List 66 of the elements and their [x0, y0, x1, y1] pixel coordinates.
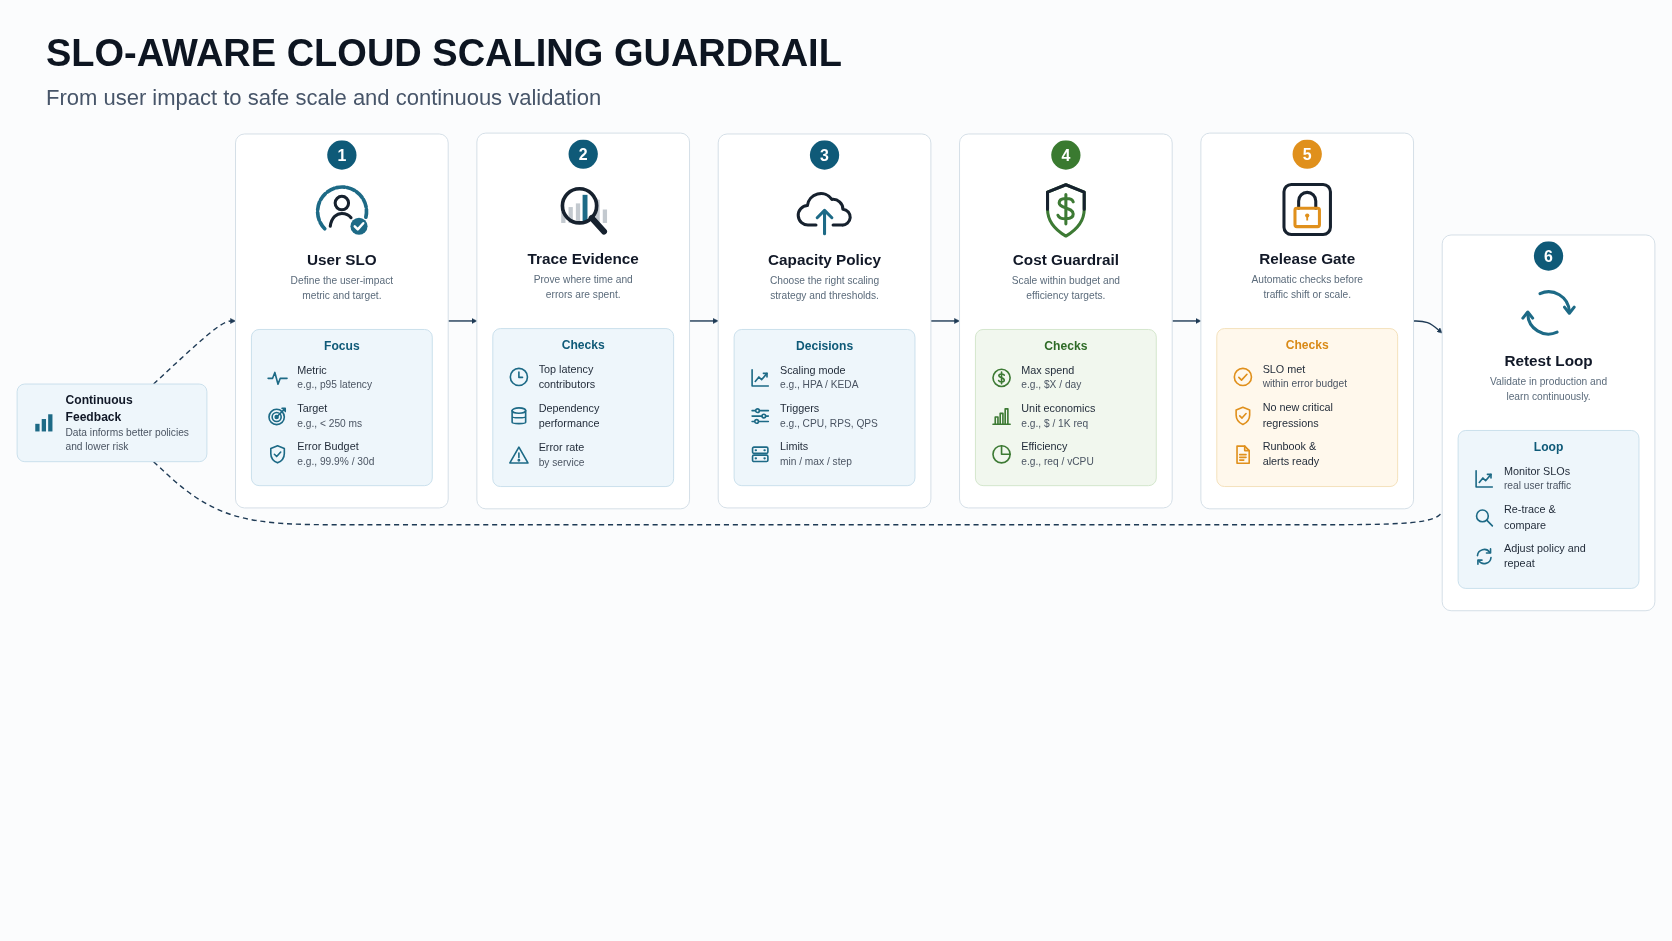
- card-description: Prove where time and errors are spent.: [532, 273, 634, 303]
- item-detail: within error budget: [1262, 377, 1347, 392]
- item-label: Max spend: [1021, 363, 1076, 379]
- card-title: User SLO: [307, 250, 377, 270]
- checklist-panel: [974, 329, 1157, 487]
- item-label: Runbook & alerts ready: [1262, 439, 1321, 470]
- card-description: Define the user-impact metric and target.: [289, 274, 395, 304]
- item-detail: min / max / step: [779, 455, 852, 469]
- item-label: Target: [297, 401, 329, 417]
- feedback-box: [16, 383, 208, 463]
- item-label: Dependency performance: [538, 401, 601, 432]
- arrow: [930, 318, 960, 324]
- item-label: Adjust policy and repeat: [1503, 541, 1587, 572]
- card-description: Automatic checks before traffic shift or scale.: [1250, 273, 1364, 303]
- checklist-panel: [1216, 328, 1399, 488]
- feedback-description: Data informs better policies and lower risk: [65, 425, 190, 454]
- item-label: Efficiency: [1021, 439, 1069, 455]
- panel-heading: Checks: [1043, 338, 1089, 355]
- item-label: Metric: [297, 363, 328, 379]
- card-description: Choose the right scaling strategy and thresholds.: [768, 274, 881, 304]
- feedback-title: Continuous Feedback: [65, 391, 134, 426]
- item-detail: e.g., < 250 ms: [297, 416, 363, 431]
- item-label: Error rate: [538, 440, 585, 456]
- item-label: Error Budget: [297, 439, 360, 455]
- item-label: Triggers: [779, 401, 821, 417]
- item-detail: e.g., $ / 1K req: [1021, 416, 1090, 431]
- item-label: SLO met: [1262, 362, 1307, 378]
- card-title: Trace Evidence: [527, 249, 639, 269]
- panel-heading: Focus: [323, 338, 361, 355]
- panel-heading: Decisions: [794, 338, 855, 355]
- item-label: Re-trace & compare: [1503, 502, 1557, 533]
- checklist-panel: [733, 329, 916, 487]
- item-label: Limits: [779, 439, 810, 455]
- item-detail: e.g., HPA / KEDA: [779, 378, 859, 393]
- item-detail: e.g., req / vCPU: [1021, 455, 1094, 469]
- arrow: [447, 318, 478, 324]
- item-label: Unit economics: [1021, 401, 1096, 417]
- diagram-title: SLO-AWARE CLOUD SCALING GUARDRAIL: [46, 32, 842, 75]
- item-detail: e.g., 99.9% / 30d: [297, 455, 375, 469]
- panel-heading: Checks: [1284, 337, 1330, 354]
- item-detail: real user traffic: [1503, 479, 1572, 494]
- card-description: Scale within budget and efficiency targets.: [1010, 274, 1121, 304]
- card-title: Retest Loop: [1504, 351, 1593, 371]
- arrow: [1412, 320, 1443, 334]
- item-label: Scaling mode: [779, 363, 847, 379]
- item-detail: by service: [538, 456, 585, 470]
- dashed-arrow: [152, 318, 236, 385]
- panel-heading: Checks: [560, 337, 606, 354]
- checklist-panel: [250, 329, 433, 487]
- checklist-panel: [492, 328, 675, 488]
- card-title: Capacity Policy: [768, 250, 881, 270]
- checklist-panel: [1457, 430, 1640, 589]
- item-detail: e.g., $X / day: [1021, 378, 1082, 393]
- arrow: [688, 318, 719, 324]
- card-title: Release Gate: [1259, 249, 1356, 269]
- dashed-line: [152, 461, 1443, 526]
- item-label: Top latency contributors: [538, 362, 597, 393]
- panel-heading: Loop: [1532, 439, 1565, 456]
- card-title: Cost Guardrail: [1012, 250, 1119, 270]
- item-detail: e.g., CPU, RPS, QPS: [779, 416, 878, 431]
- arrow: [1171, 318, 1202, 324]
- card-description: Validate in production and learn continuously.: [1489, 375, 1609, 405]
- item-label: No new critical regressions: [1262, 400, 1335, 431]
- item-label: Monitor SLOs: [1503, 464, 1572, 480]
- item-detail: e.g., p95 latency: [297, 378, 373, 393]
- subtitle: From user impact to safe scale and continuous validation: [46, 85, 602, 111]
